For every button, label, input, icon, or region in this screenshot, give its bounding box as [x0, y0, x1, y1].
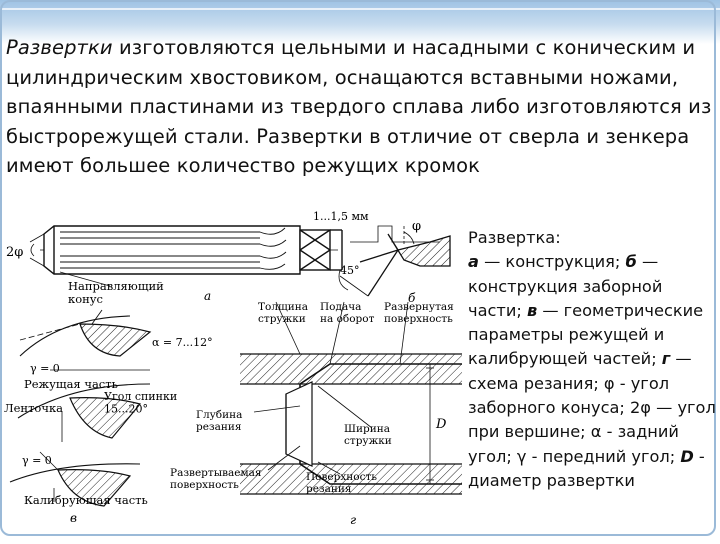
- part-v-tooth-geometry: [9, 309, 152, 507]
- label-cut-depth-text-line: резания: [196, 421, 242, 433]
- label-reamed-surface-text: Развернутая: [384, 301, 454, 313]
- label-45deg: 45°: [340, 264, 360, 277]
- label-guide-cone-text: Направляющий: [68, 279, 164, 293]
- label-gamma-1: γ = 0: [30, 362, 60, 375]
- label-phi: φ: [412, 219, 421, 234]
- caption-d-letter: D: [680, 446, 694, 466]
- label-feed-text-line: на оборот: [320, 313, 375, 325]
- label-back-angle-text: Угол спинки: [104, 390, 177, 403]
- label-size: 1...1,5 мм: [313, 210, 369, 223]
- label-chip-thickness-text-line: стружки: [258, 313, 306, 325]
- label-fig-b: б: [408, 291, 416, 305]
- label-two-phi: 2φ: [6, 245, 23, 260]
- caption-a-letter: а: [468, 252, 479, 272]
- caption-b-letter: б: [625, 252, 637, 272]
- main-paragraph-body: изготовляются цельными и насадными с кон…: [6, 36, 712, 177]
- label-cut-depth-text: Глубина: [196, 409, 242, 421]
- label-reamed-surface-text-line: поверхность: [384, 313, 453, 325]
- main-paragraph-lead: Развертки: [6, 36, 113, 59]
- label-gamma-2: γ = 0: [22, 454, 52, 467]
- label-cutting-surface-text: Поверхность: [306, 471, 377, 483]
- caption-title: Развертка:: [468, 228, 561, 247]
- label-alpha: α = 7...12°: [152, 336, 213, 349]
- part-b-detail: [338, 225, 451, 297]
- label-back-angle-text-line: 15...20°: [104, 403, 148, 416]
- label-chip-width-text: Ширина: [344, 423, 390, 435]
- caption-v-letter: в: [526, 300, 538, 320]
- caption-tail: φ - угол заборного конуса; 2φ — угол при…: [468, 373, 716, 466]
- figure-caption: Развертка:а — конструкция; б — конструкц…: [468, 226, 716, 493]
- label-surface-to-ream-text-line: поверхность: [170, 479, 239, 491]
- part-g-cutting-scheme: [240, 301, 462, 495]
- label-guide-cone-text-line: конус: [68, 292, 103, 306]
- label-land: Ленточка: [4, 401, 63, 415]
- caption-d-text: - диаметр развертки: [468, 446, 705, 490]
- caption-b-text: — конструкция заборной части;: [468, 252, 663, 320]
- label-chip-thickness-text: Толщина: [258, 301, 308, 313]
- label-cutting-part: Режущая часть: [24, 377, 118, 391]
- label-D: D: [435, 417, 447, 432]
- caption-g-letter: г: [661, 349, 671, 369]
- label-chip-width-text-line: стружки: [344, 435, 392, 447]
- header-band: [0, 0, 720, 44]
- caption-v-text: — геометрические параметры режущей и кал…: [468, 300, 704, 369]
- label-fig-v: в: [70, 511, 77, 525]
- label-fig-a: а: [204, 289, 211, 303]
- label-feed-text: Подача: [320, 301, 361, 313]
- caption-a-text: — конструкция;: [478, 252, 626, 272]
- header-band-line: [0, 8, 720, 10]
- caption-g-text: — схема резания;: [468, 349, 692, 393]
- part-a-reamer: [29, 225, 343, 287]
- label-cutting-surface-text-line: резания: [306, 483, 352, 495]
- label-calibrating-part: Калибрующая часть: [24, 493, 148, 507]
- label-fig-g: г: [350, 513, 356, 527]
- main-paragraph: Развертки изготовляются цельными и насад…: [6, 33, 712, 181]
- label-surface-to-ream-text: Развертываемая: [170, 467, 262, 479]
